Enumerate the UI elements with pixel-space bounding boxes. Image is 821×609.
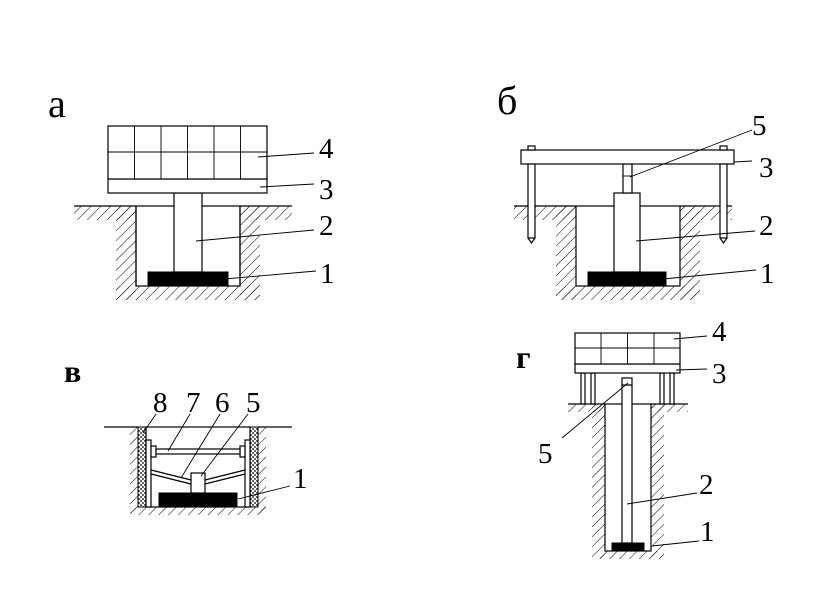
panel-b-jack-rod [622,163,633,194]
panel-g-label-2: 2 [699,469,714,501]
panel-a-module [107,125,268,180]
panel-v-label-6: 6 [215,387,230,419]
panel-v-strut [155,448,241,455]
panel-v: в 8 7 6 5 [64,353,308,515]
panel-v-label-1: 1 [293,463,308,495]
panel-b-jack-body [613,192,641,273]
panel-g-base-plate [611,542,645,552]
panel-a-label-3: 3 [319,174,334,206]
panel-a: а [48,81,335,300]
panel-a-label-2: 2 [319,210,334,242]
panel-v-ground [104,426,292,515]
panel-a-base-plate [147,271,229,286]
panel-g-letter: г [516,339,531,375]
panel-g: г 4 [516,316,727,559]
panel-b-beam [520,149,735,165]
panel-a-beam [107,178,268,194]
panel-g-beam [574,363,681,374]
panel-g-column [621,384,633,544]
panel-v-label-5: 5 [246,387,261,419]
panel-a-column [173,192,203,273]
panel-v-jack [190,472,206,494]
panel-g-label-3: 3 [712,358,727,390]
panel-b-letter: б [497,78,517,123]
panel-g-label-1: 1 [700,516,715,548]
panel-v-label-8: 8 [153,387,168,419]
panel-v-base-plate [158,492,238,507]
panel-g-ground [568,403,688,559]
panel-g-label-5: 5 [538,438,553,470]
panel-b: б 5 3 [497,78,775,300]
panel-b-base-plate [587,271,667,286]
panel-v-lining-left [137,426,147,508]
panel-b-label-3: 3 [759,152,774,184]
panel-b-anchor-right [719,145,728,245]
panel-a-letter: а [48,81,66,126]
panel-b-label-2: 2 [759,210,774,242]
panel-b-anchor-left [527,145,536,245]
panel-b-label-1: 1 [760,258,775,290]
panel-v-letter: в [64,353,81,389]
panel-a-label-4: 4 [319,133,334,165]
panel-a-label-1: 1 [320,258,335,290]
panel-g-label-4: 4 [712,316,727,348]
panel-g-module [574,332,681,365]
panel-v-label-7: 7 [186,387,201,419]
panel-b-label-5: 5 [752,110,767,142]
